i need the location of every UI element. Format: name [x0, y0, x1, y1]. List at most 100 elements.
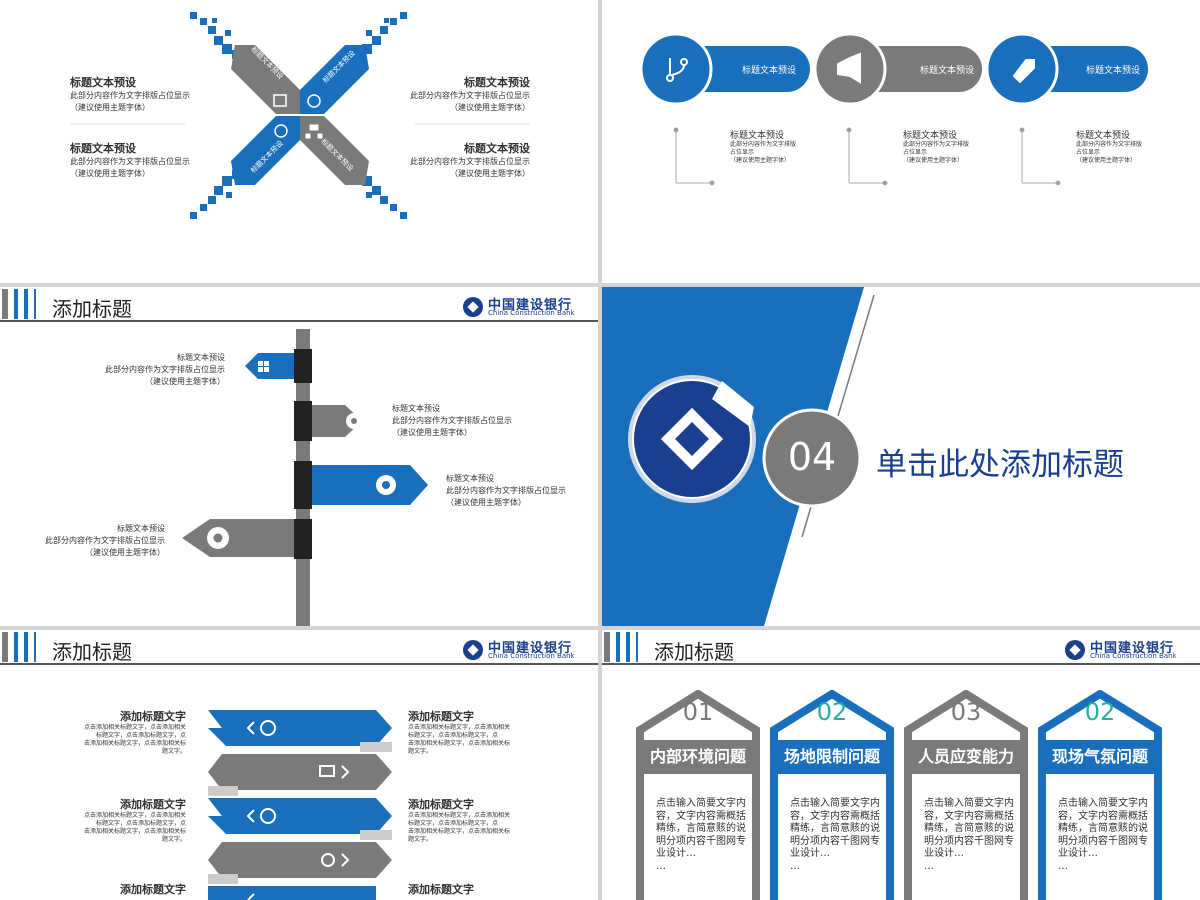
card-body-text: 点击输入简要文字内容，文字内容需概括精练，言简意赅的说明分项内容千图网专业设计…… [924, 798, 1014, 872]
item-desc: 占位显示 [730, 149, 755, 156]
sign-text-1: 标题文本预设 此部分内容作为文字排版占位显示 （建议使用主题字体） [90, 352, 225, 388]
item-desc: 点击添加相关标题文字，点击添加相关 [408, 812, 511, 819]
card-body-text: 点击输入简要文字内容，文字内容需概括精练，言简意赅的说明分项内容千图网专业设计…… [790, 798, 880, 872]
pills-graphic [639, 32, 1148, 186]
item-desc: 题文字。 [408, 836, 433, 843]
monitor-icon [319, 765, 335, 777]
card-3[interactable]: 03 人员应变能力 点击输入简要文字内容，文字内容需概括精练，言简意赅的说明分项… [904, 690, 1028, 900]
card-1[interactable]: 01 内部环境问题 点击输入简要文字内容，文字内容需概括精练，言简意赅的说明分项… [636, 690, 760, 900]
zig-3 [208, 798, 392, 834]
zig-4 [208, 842, 392, 878]
item-title: 添加标题文字 [408, 883, 474, 896]
text-block-2: 标题文本预设 此部分内容作为文字排版 占位显示 （建议使用主题字体） [903, 128, 993, 165]
item-title: 添加标题文字 [120, 883, 186, 896]
header-bar-blue [24, 632, 28, 662]
sign-2 [312, 405, 362, 437]
sign-1 [245, 353, 296, 379]
item-title: 标题文本预设 [446, 474, 494, 483]
item-title: 标题文本预设 [70, 76, 136, 89]
header-bar-blue [14, 289, 18, 319]
arrow-bottom-left [231, 116, 300, 185]
zz-text-3: 添加标题文字 点击添加相关标题文字，点击添加相关 标题文字，点击添加标题文字，点… [70, 796, 186, 844]
slide-zigzag[interactable]: 添加标题 中国建设银行 China Construction Bank 添加标题… [0, 630, 598, 900]
header-bar-blue [616, 632, 620, 662]
sign-text-3: 标题文本预设 此部分内容作为文字排版占位显示 （建议使用主题字体） [446, 473, 596, 509]
sign-4 [182, 519, 296, 557]
pill-label-1: 标题文本预设 [742, 66, 797, 76]
item-title: 标题文本预设 [730, 131, 785, 141]
header-bar-blue [626, 632, 630, 662]
text-block-1: 标题文本预设 此部分内容作为文字排版 占位显示 （建议使用主题字体） [730, 128, 820, 165]
item-desc: 标题文字，点击添加标题文字，点 [95, 732, 186, 739]
slide-signpost[interactable]: 添加标题 中国建设银行 China Construction Bank 标题文本… [0, 287, 598, 626]
zz-text-1: 添加标题文字 点击添加相关标题文字，点击添加相关 标题文字，点击添加标题文字，点… [70, 708, 186, 756]
card-4[interactable]: 02 现场气氛问题 点击输入简要文字内容，文字内容需概括精练，言简意赅的说明分项… [1038, 690, 1162, 900]
zz-text-6: 添加标题文字 [408, 881, 524, 897]
ccb-logo: 中国建设银行 China Construction Bank [1064, 637, 1194, 663]
item-desc: （建议使用主题字体） [85, 548, 165, 557]
card-body-text: 点击输入简要文字内容，文字内容需概括精练，言简意赅的说明分项内容千图网专业设计…… [656, 798, 746, 872]
gear-icon [321, 853, 335, 867]
org-chart-icon [309, 124, 319, 131]
item-desc: 击添加相关标题文字，点击添加相关标 [83, 828, 186, 835]
item-desc: 题文字。 [161, 748, 186, 755]
pill-label-2: 标题文本预设 [920, 66, 975, 76]
item-desc: 击添加相关标题文字，点击添加相关标 [83, 740, 186, 747]
zigzag-graphic [208, 710, 392, 900]
arrow-top-left [231, 45, 300, 114]
ccb-logo: 中国建设银行 China Construction Bank [462, 637, 592, 663]
slide-section-04[interactable]: 04 单击此处添加标题 [602, 287, 1200, 626]
item-desc: （建议使用主题字体） [392, 428, 472, 437]
section-graphic [602, 287, 875, 626]
item-desc: 击添加相关标题文字，点击添加相关标 [408, 740, 511, 747]
ccb-logo: 中国建设银行 China Construction Bank [462, 294, 592, 320]
item-title: 标题文本预设 [1076, 131, 1131, 141]
text-block-tl: 标题文本预设 此部分内容作为文字排版占位显示 （建议使用主题字体） [70, 74, 210, 114]
item-desc: 此部分内容作为文字排版 [730, 141, 797, 148]
item-desc: 此部分内容作为文字排版占位显示 [70, 157, 190, 166]
ccb-emblem [628, 375, 756, 503]
card-heading: 人员应变能力 [917, 747, 1014, 766]
item-title: 添加标题文字 [408, 798, 474, 811]
logo-en-text: China Construction Bank [488, 652, 575, 660]
item-desc: 此部分内容作为文字排版占位显示 [70, 91, 190, 100]
card-number: 01 [682, 698, 714, 726]
section-title[interactable]: 单击此处添加标题 [876, 447, 1124, 483]
pill-label-3: 标题文本预设 [1086, 66, 1141, 76]
header-bar-blue [34, 632, 36, 662]
header-divider [0, 663, 598, 665]
zig-2 [208, 754, 392, 790]
header-bar-blue [636, 632, 638, 662]
item-desc: 击添加相关标题文字，点击添加相关标 [408, 828, 511, 835]
header-bar-blue [24, 289, 28, 319]
item-desc: （建议使用主题字体） [903, 157, 964, 164]
card-heading: 场地限制问题 [783, 747, 880, 766]
card-number: 02 [1084, 698, 1116, 726]
slide-cross-arrows[interactable]: 标题文本预设 标题文本预设 标题文本预设 标题文本预设 标题文本预设 此部分内容… [0, 0, 598, 283]
card-2[interactable]: 02 场地限制问题 点击输入简要文字内容，文字内容需概括精练，言简意赅的说明分项… [770, 690, 894, 900]
text-block-tr: 标题文本预设 此部分内容作为文字排版占位显示 （建议使用主题字体） [398, 74, 530, 114]
item-desc: 此部分内容作为文字排版占位显示 [410, 91, 530, 100]
section-number: 04 [787, 435, 837, 479]
item-desc: 点击添加相关标题文字，点击添加相关 [83, 812, 186, 819]
sign-text-4: 标题文本预设 此部分内容作为文字排版占位显示 （建议使用主题字体） [30, 523, 165, 559]
signpost-graphic [182, 329, 428, 626]
text-block-3: 标题文本预设 此部分内容作为文字排版 占位显示 （建议使用主题字体） [1076, 128, 1166, 165]
slide-cards[interactable]: 添加标题 中国建设银行 China Construction Bank 01 内… [602, 630, 1200, 900]
slide-pills[interactable]: 标题文本预设 标题文本预设 标题文本预设 标题文本预设 此部分内容作为文字排版 … [602, 0, 1200, 283]
item-desc: 标题文字，点击添加标题文字，点 [95, 820, 186, 827]
zz-text-5: 添加标题文字 [70, 881, 186, 897]
item-desc: 点击添加相关标题文字，点击添加相关 [408, 724, 511, 731]
calendar-icon [273, 94, 287, 107]
logo-cn-text: 中国建设银行 [488, 298, 573, 313]
item-desc: 标题文字，点击添加标题文字，点 [408, 820, 499, 827]
item-title: 标题文本预设 [117, 524, 165, 533]
item-desc: （建议使用主题字体） [450, 169, 530, 178]
zz-text-4: 添加标题文字 点击添加相关标题文字，点击添加相关 标题文字，点击添加标题文字，点… [408, 796, 524, 844]
header-bar-blue [14, 632, 18, 662]
zig-5 [208, 886, 376, 900]
sign-text-2: 标题文本预设 此部分内容作为文字排版占位显示 （建议使用主题字体） [392, 403, 542, 439]
header-bar-gray [2, 289, 8, 319]
item-desc: 此部分内容作为文字排版占位显示 [446, 486, 566, 495]
pill-circle-1 [639, 32, 713, 106]
